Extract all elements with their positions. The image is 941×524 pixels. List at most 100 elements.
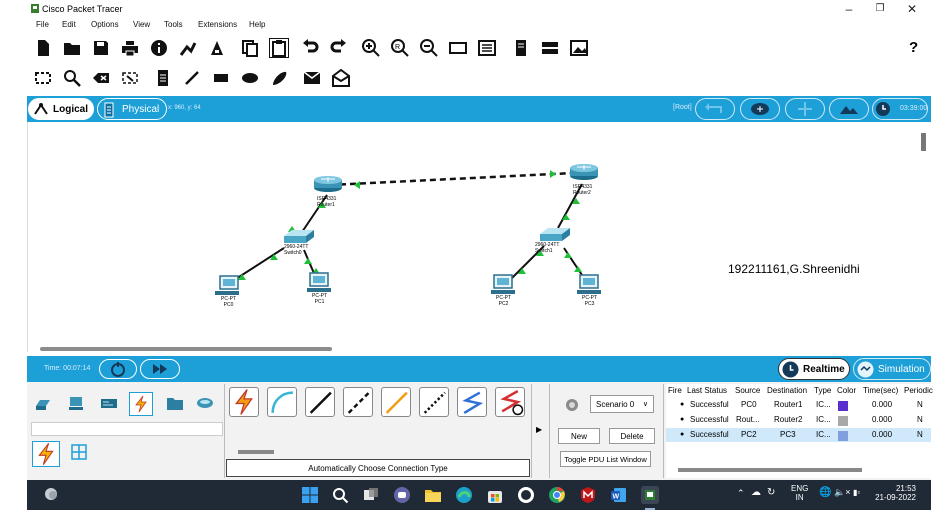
paste-icon[interactable]: [269, 38, 289, 58]
menu-edit[interactable]: Edit: [62, 20, 76, 29]
mcafee-icon[interactable]: [579, 486, 597, 504]
device-template-icon[interactable]: [511, 38, 531, 58]
move-object-button[interactable]: [785, 98, 825, 120]
start-icon[interactable]: [301, 486, 319, 504]
horizontal-scrollbar[interactable]: [40, 347, 332, 351]
set-background-button[interactable]: [829, 98, 869, 120]
scenario-select[interactable]: Scenario 0 ∨: [590, 395, 654, 413]
pdu-row[interactable]: ● Successful PC0 Router1 IC... 0.000 N: [666, 398, 931, 412]
print-icon[interactable]: [120, 38, 140, 58]
new-cluster-button[interactable]: [740, 98, 780, 120]
tab-logical[interactable]: Logical: [28, 98, 94, 120]
scenario-info-icon[interactable]: [565, 398, 579, 412]
packet-tracer-taskbar-icon[interactable]: [641, 486, 659, 504]
serial-dce-icon[interactable]: [495, 387, 525, 417]
fire-dot-icon[interactable]: ●: [680, 431, 685, 438]
viewport-button[interactable]: 03:39:00: [872, 98, 928, 120]
workspace-note[interactable]: 192211161,G.Shreenidhi: [728, 262, 860, 276]
fire-dot-icon[interactable]: ●: [680, 401, 685, 408]
pdu-row[interactable]: ● Successful Rout... Router2 IC... 0.000…: [666, 413, 931, 427]
copy-icon[interactable]: [240, 38, 260, 58]
input-language[interactable]: ENG IN: [791, 484, 808, 502]
draw-rectangle-icon[interactable]: [211, 68, 231, 88]
grid-view-icon[interactable]: [70, 443, 88, 461]
coaxial-cable-icon[interactable]: [457, 387, 487, 417]
new-scenario-button[interactable]: New: [558, 428, 600, 444]
toggle-pdu-list-button[interactable]: Toggle PDU List Window: [560, 451, 651, 467]
github-icon[interactable]: [517, 486, 535, 504]
fire-dot-icon[interactable]: ●: [680, 416, 685, 423]
image-icon[interactable]: [569, 38, 589, 58]
add-simple-pdu-icon[interactable]: [302, 68, 322, 88]
simulation-mode-button[interactable]: Simulation: [853, 358, 931, 380]
volume-muted-icon[interactable]: 🔈×: [834, 487, 851, 497]
search-icon[interactable]: [331, 486, 349, 504]
place-note-icon[interactable]: [153, 68, 173, 88]
edge-browser-icon[interactable]: [455, 486, 473, 504]
sync-icon[interactable]: ↻: [767, 487, 776, 498]
task-view-icon[interactable]: [362, 486, 380, 504]
store-icon[interactable]: [486, 486, 504, 504]
phone-cable-icon[interactable]: [419, 387, 449, 417]
navigate-back-button[interactable]: [695, 98, 735, 120]
realtime-mode-button[interactable]: Realtime: [778, 358, 850, 380]
ipc-icon[interactable]: [540, 38, 560, 58]
straight-through-cable-icon[interactable]: [305, 387, 335, 417]
auto-connection-icon[interactable]: [229, 387, 259, 417]
teams-chat-icon[interactable]: [393, 486, 411, 504]
zoom-reset-icon[interactable]: R: [390, 38, 410, 58]
delete-scenario-button[interactable]: Delete: [609, 428, 655, 444]
inspect-icon[interactable]: [62, 68, 82, 88]
console-cable-icon[interactable]: [267, 387, 297, 417]
open-folder-icon[interactable]: [62, 38, 82, 58]
network-devices-icon[interactable]: [33, 393, 53, 413]
minimize-icon[interactable]: –: [845, 2, 853, 16]
menu-view[interactable]: View: [133, 20, 151, 29]
crossover-cable-icon[interactable]: [343, 387, 373, 417]
add-complex-pdu-icon[interactable]: [331, 68, 351, 88]
fiber-cable-icon[interactable]: [381, 387, 411, 417]
power-cycle-button[interactable]: [99, 359, 137, 379]
word-icon[interactable]: W: [610, 486, 628, 504]
menu-extensions[interactable]: Extensions: [198, 20, 238, 29]
file-explorer-icon[interactable]: [424, 486, 442, 504]
network-globe-icon[interactable]: 🌐: [819, 487, 832, 498]
device-search-field[interactable]: [31, 422, 223, 436]
end-devices-icon[interactable]: [67, 393, 87, 413]
show-hidden-icons-icon[interactable]: ⌃: [737, 488, 745, 498]
draw-line-icon[interactable]: [182, 68, 202, 88]
weather-icon[interactable]: [43, 486, 59, 502]
chrome-icon[interactable]: [548, 486, 566, 504]
logical-workspace[interactable]: ISR4331 Router1 ISR4331 Router2 2960-24T…: [27, 122, 931, 352]
selected-connection-type-icon[interactable]: [32, 441, 60, 467]
redo-icon[interactable]: [329, 38, 349, 58]
custom-devices-icon[interactable]: [477, 38, 497, 58]
connections-category-icon[interactable]: [129, 392, 153, 416]
zoom-out-icon[interactable]: [419, 38, 439, 58]
new-file-icon[interactable]: [33, 38, 53, 58]
save-icon[interactable]: [91, 38, 111, 58]
drawing-palette-icon[interactable]: [448, 38, 468, 58]
fast-forward-button[interactable]: [140, 359, 180, 379]
delete-icon[interactable]: [91, 68, 111, 88]
menu-options[interactable]: Options: [91, 20, 119, 29]
tab-physical[interactable]: Physical: [97, 98, 167, 120]
battery-icon[interactable]: ▮▫: [853, 488, 861, 497]
undo-icon[interactable]: [300, 38, 320, 58]
miscellaneous-icon[interactable]: [165, 393, 185, 413]
freeform-icon[interactable]: [269, 68, 289, 88]
multiuser-icon[interactable]: [195, 393, 215, 413]
close-icon[interactable]: ✕: [906, 2, 918, 16]
pdu-row[interactable]: ● Successful PC2 PC3 IC... 0.000 N: [666, 428, 931, 442]
menu-help[interactable]: Help: [249, 20, 266, 29]
maximize-icon[interactable]: ❐: [875, 3, 885, 14]
connection-scrollbar[interactable]: [238, 450, 274, 454]
pdu-list-scrollbar[interactable]: [678, 468, 862, 472]
taskbar-clock[interactable]: 21:53 21-09-2022: [870, 484, 916, 502]
menu-file[interactable]: File: [36, 20, 49, 29]
info-icon[interactable]: [149, 38, 169, 58]
onedrive-icon[interactable]: ☁: [751, 487, 761, 498]
vertical-scrollbar[interactable]: [921, 133, 926, 151]
zoom-in-icon[interactable]: [361, 38, 381, 58]
components-icon[interactable]: [99, 393, 119, 413]
